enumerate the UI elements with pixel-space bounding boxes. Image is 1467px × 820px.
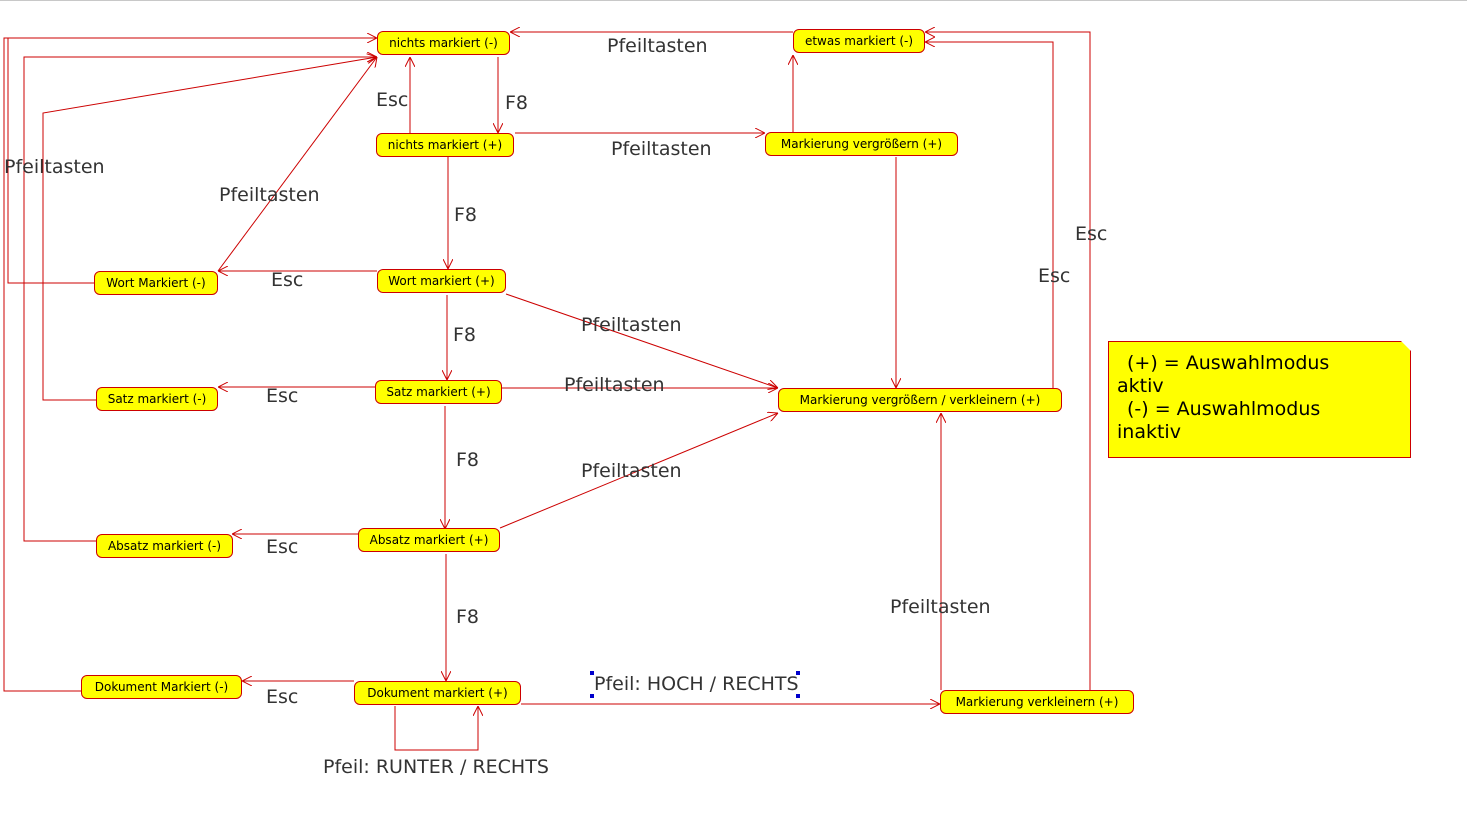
edge-wortplus-vv [505, 293, 778, 388]
edge-wortminus-nichts [217, 57, 377, 272]
note-fold-corner [1401, 341, 1411, 351]
selection-handle[interactable] [796, 694, 800, 698]
node-satz-markiert-minus: Satz markiert (-) [96, 387, 218, 411]
label-esc-satz: Esc [266, 385, 299, 407]
label-f8-absatz: F8 [456, 449, 480, 471]
label-pfeiltasten-left: Pfeiltasten [4, 156, 105, 178]
node-dokument-markiert-minus: Dokument Markiert (-) [81, 675, 242, 699]
legend-note: (+) = Auswahlmodus aktiv (-) = Auswahlmo… [1108, 341, 1411, 458]
label-pfeiltasten-diag: Pfeiltasten [219, 184, 320, 206]
top-border [0, 0, 1467, 1]
label-esc-absatz: Esc [266, 536, 299, 558]
label-pfeiltasten-verkleinern: Pfeiltasten [890, 596, 991, 618]
label-f8-wort: F8 [454, 204, 478, 226]
edge-dokument-self [394, 706, 478, 751]
legend-line-inactive-2: inaktiv [1117, 421, 1181, 443]
edge-verkleinern-etwas [925, 32, 1091, 690]
legend-line-active-2: aktiv [1117, 375, 1164, 397]
node-markierung-verkleinern-plus: Markierung verkleinern (+) [940, 690, 1134, 714]
node-nichts-markiert-plus: nichts markiert (+) [376, 133, 514, 157]
selection-handle[interactable] [796, 671, 800, 675]
node-etwas-markiert-minus: etwas markiert (-) [793, 29, 925, 53]
label-pfeiltasten-top: Pfeiltasten [607, 35, 708, 57]
label-f8-dokument: F8 [456, 606, 480, 628]
node-absatz-markiert-minus: Absatz markiert (-) [96, 534, 233, 558]
edge-wortminus-loop [7, 38, 94, 284]
label-esc-right-outer: Esc [1075, 223, 1108, 245]
label-esc-top: Esc [376, 89, 409, 111]
legend-line-active: (+) = Auswahlmodus [1127, 352, 1330, 374]
label-pfeil-runter-rechts: Pfeil: RUNTER / RECHTS [323, 756, 549, 778]
node-wort-markiert-plus: Wort markiert (+) [377, 269, 506, 293]
node-nichts-markiert-minus: nichts markiert (-) [377, 31, 510, 55]
label-esc-right-inner: Esc [1038, 265, 1071, 287]
edge-absatzplus-vv [499, 413, 778, 529]
label-pfeil-hoch-rechts: Pfeil: HOCH / RECHTS [594, 673, 799, 695]
node-markierung-vergroessern-verkleinern-plus: Markierung vergrößern / verkleinern (+) [778, 388, 1062, 412]
edge-satzminus-nichts [42, 57, 377, 401]
legend-line-inactive: (-) = Auswahlmodus [1127, 398, 1321, 420]
label-pfeiltasten-wort: Pfeiltasten [581, 314, 682, 336]
node-absatz-markiert-plus: Absatz markiert (+) [358, 528, 500, 552]
node-dokument-markiert-plus: Dokument markiert (+) [354, 681, 521, 705]
label-pfeiltasten-mid-top: Pfeiltasten [611, 138, 712, 160]
edge-absatzminus-nichts [23, 57, 377, 542]
node-wort-markiert-minus: Wort Markiert (-) [94, 271, 218, 295]
node-markierung-vergroessern-plus: Markierung vergrößern (+) [765, 132, 958, 156]
label-esc-wort: Esc [271, 269, 304, 291]
label-esc-dokument: Esc [266, 686, 299, 708]
edge-dokumentminus-nichts [3, 38, 377, 692]
edge-vv-etwas [925, 42, 1054, 388]
label-pfeiltasten-absatz: Pfeiltasten [581, 460, 682, 482]
node-satz-markiert-plus: Satz markiert (+) [375, 380, 502, 404]
selection-handle[interactable] [590, 694, 594, 698]
label-f8-satz: F8 [453, 324, 477, 346]
label-pfeiltasten-satz: Pfeiltasten [564, 374, 665, 396]
selection-handle[interactable] [590, 671, 594, 675]
label-f8-top: F8 [505, 92, 529, 114]
